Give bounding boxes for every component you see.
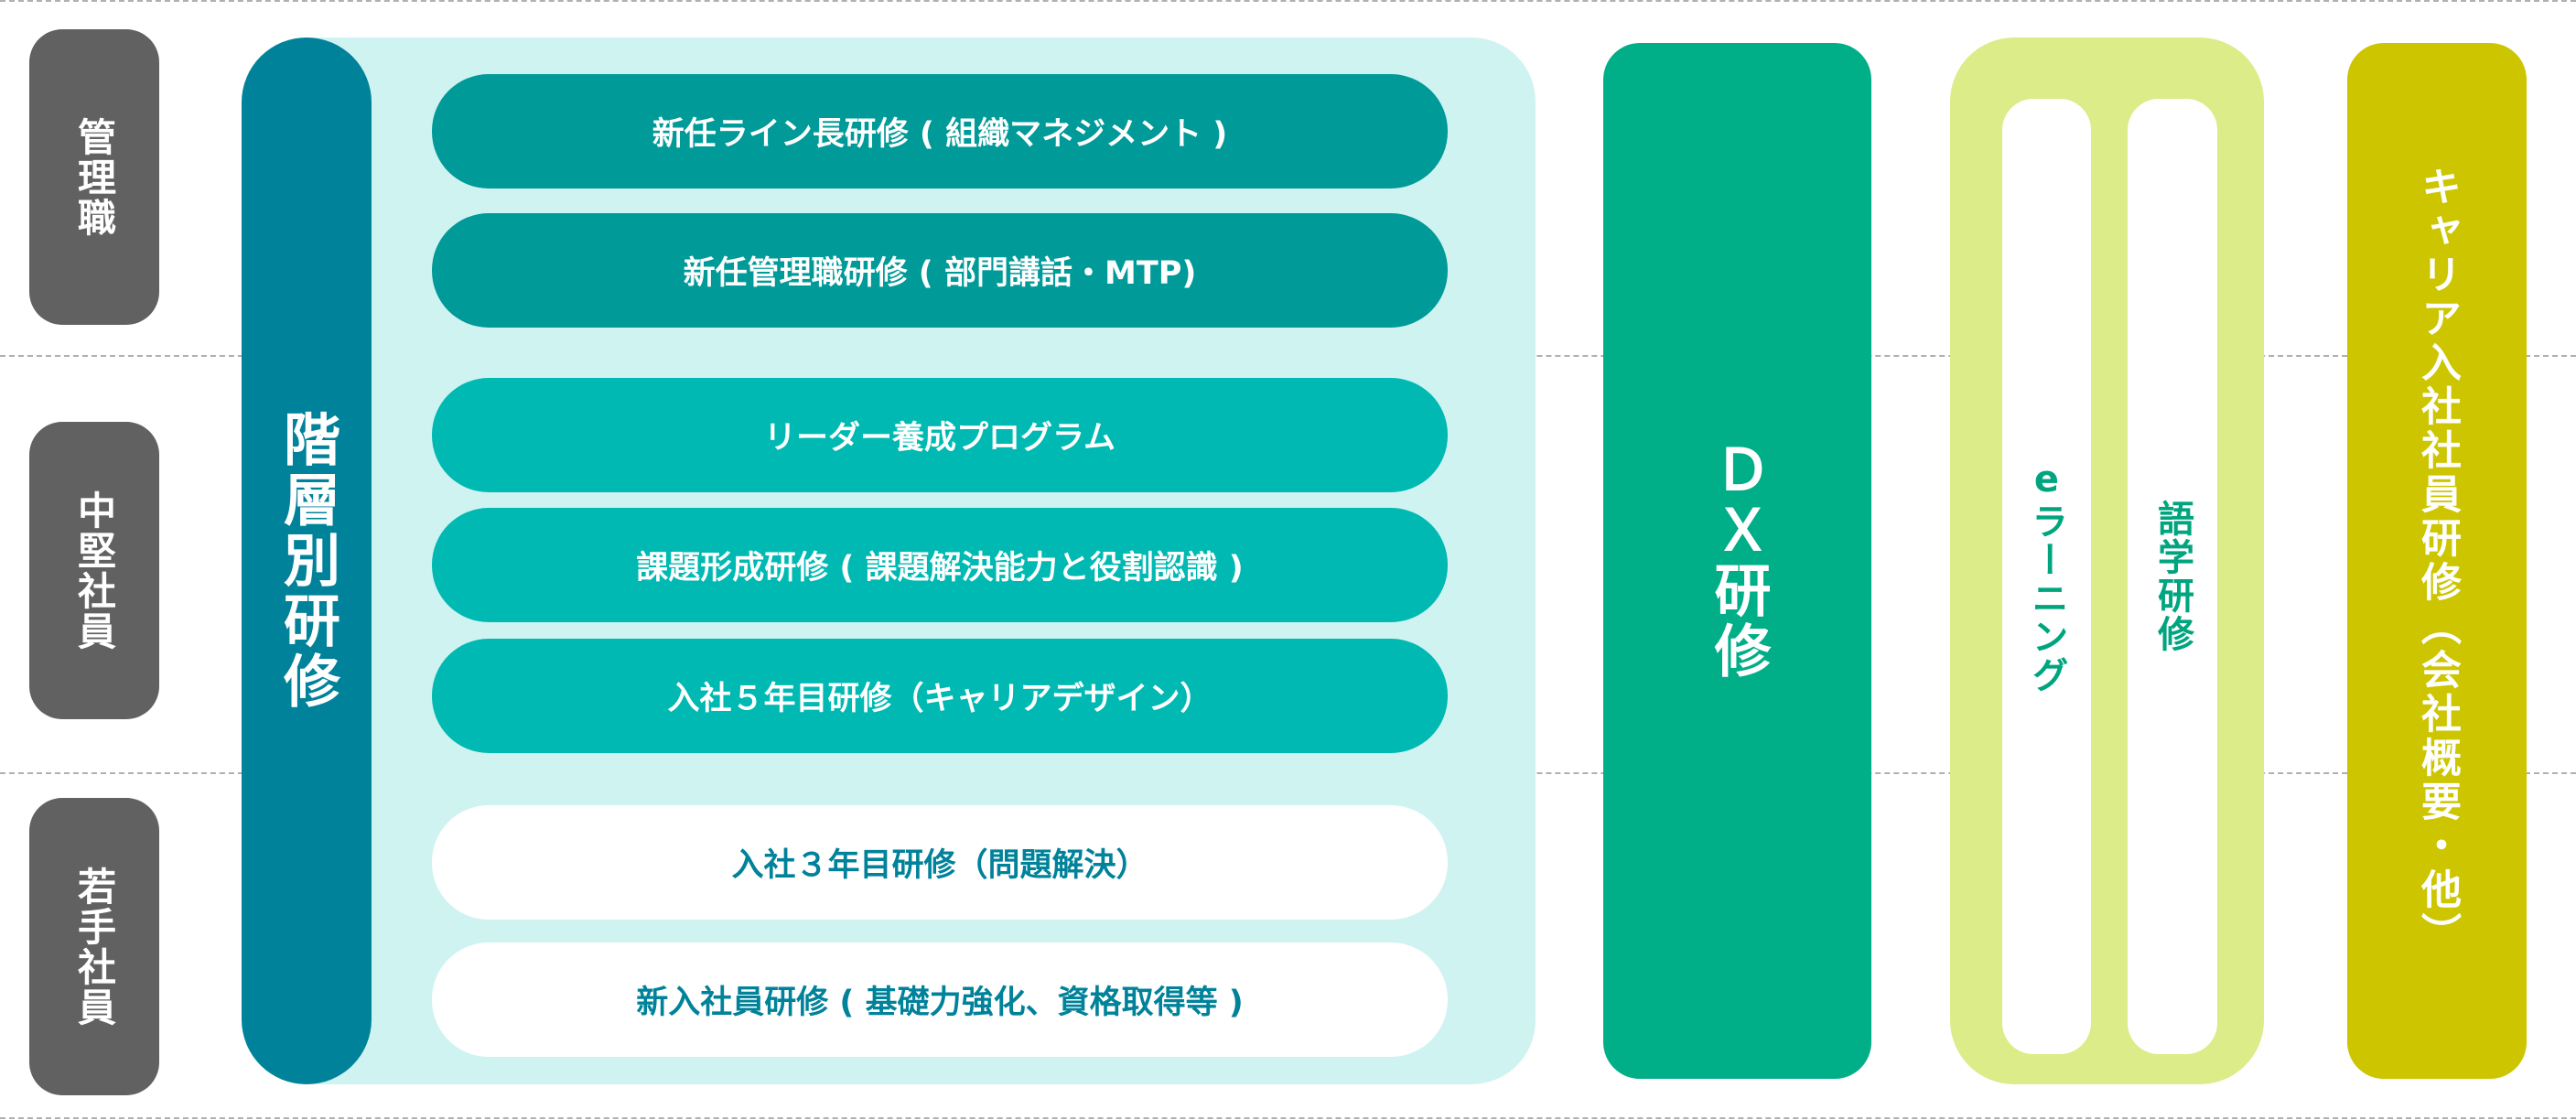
level-management: 管理職 xyxy=(29,29,159,325)
e-learning-label: eラーニング xyxy=(2025,458,2068,695)
program-3rd-year[interactable]: 入社３年目研修（問題解決） xyxy=(432,805,1448,920)
dx-training[interactable]: ＤＸ研修 xyxy=(1603,43,1871,1079)
dx-title: ＤＸ研修 xyxy=(1704,440,1772,682)
hierarchical-title: 階層別研修 xyxy=(274,410,340,712)
program-5th-year[interactable]: 入社５年目研修（キャリアデザイン） xyxy=(432,639,1448,753)
program-label: リーダー養成プログラム xyxy=(764,420,1116,457)
e-learning[interactable]: eラーニング xyxy=(2002,99,2091,1054)
program-new-employee[interactable]: 新入社員研修 ( 基礎力強化、資格取得等 ) xyxy=(432,942,1448,1057)
program-label: 新任管理職研修 ( 部門講話・MTP) xyxy=(683,255,1197,292)
program-label: 入社３年目研修（問題解決） xyxy=(731,847,1148,884)
divider-bottom xyxy=(0,1117,2576,1119)
career-hire-training[interactable]: キャリア入社社員研修（会社概要・他） xyxy=(2347,43,2527,1079)
level-label: 中堅社員 xyxy=(71,490,117,652)
program-new-manager[interactable]: 新任管理職研修 ( 部門講話・MTP) xyxy=(432,213,1448,328)
level-junior: 若手社員 xyxy=(29,798,159,1095)
hierarchical-title-bar: 階層別研修 xyxy=(242,38,372,1084)
program-new-line-manager[interactable]: 新任ライン長研修 ( 組織マネジメント ) xyxy=(432,74,1448,188)
divider-top xyxy=(0,0,2576,2)
program-leader-development[interactable]: リーダー養成プログラム xyxy=(432,378,1448,492)
program-issue-formation[interactable]: 課題形成研修 ( 課題解決能力と役割認識 ) xyxy=(432,508,1448,622)
level-mid-career: 中堅社員 xyxy=(29,422,159,719)
career-title: キャリア入社社員研修（会社概要・他） xyxy=(2414,166,2461,956)
language-training-label: 語学研修 xyxy=(2151,500,2193,653)
program-label: 課題形成研修 ( 課題解決能力と役割認識 ) xyxy=(636,550,1244,587)
language-training[interactable]: 語学研修 xyxy=(2128,99,2217,1054)
level-label: 若手社員 xyxy=(71,866,117,1028)
program-label: 新入社員研修 ( 基礎力強化、資格取得等 ) xyxy=(636,985,1244,1021)
program-label: 新任ライン長研修 ( 組織マネジメント ) xyxy=(652,116,1228,153)
program-label: 入社５年目研修（キャリアデザイン） xyxy=(667,681,1213,717)
level-label: 管理職 xyxy=(71,116,117,238)
